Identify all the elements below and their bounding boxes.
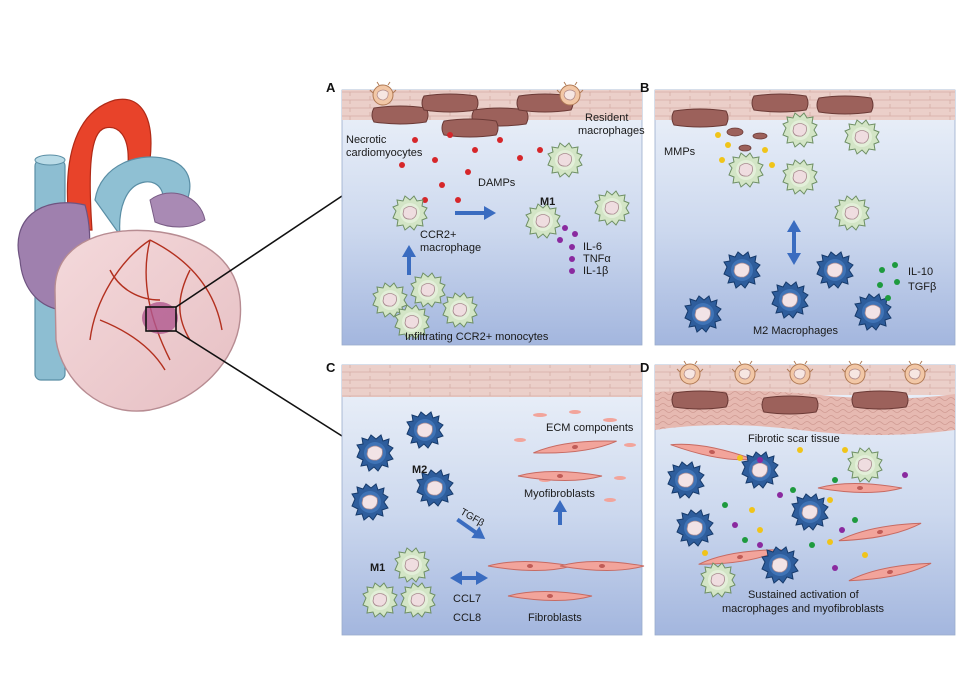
m1-cytokine-dots [557, 225, 578, 274]
m2-label: M2 [412, 464, 427, 476]
zoom-box-icon [145, 306, 177, 332]
mmp-dots [702, 447, 868, 558]
m1-cytokine-dots [732, 457, 908, 571]
m1-macrophage-icon [847, 447, 883, 483]
cytokine-label: IL-1β [583, 265, 608, 277]
sustained-label: macrophages and myofibroblasts [722, 603, 885, 615]
panel-d: D Fibrotic scar tissue Sustained activat… [640, 360, 956, 636]
m2-cytokine-dots [877, 262, 900, 301]
m1-macrophage-icon [547, 142, 583, 178]
ccr2-macrophage-icon [392, 195, 428, 231]
cytokine-label: IL-6 [583, 241, 602, 253]
infiltrating-label: Infiltrating CCR2+ monocytes [405, 331, 549, 343]
zoom-line-top [175, 195, 343, 308]
ecm-label: ECM components [546, 422, 634, 434]
fibroblasts-label: Fibroblasts [528, 612, 582, 624]
cytokine-label: TNFα [583, 253, 611, 265]
ccl8-label: CCL8 [453, 612, 481, 624]
myofibroblasts-label: Myofibroblasts [524, 488, 595, 500]
necrotic-label: Necrotic [346, 134, 387, 146]
damps-label: DAMPs [478, 177, 516, 189]
resident-label: macrophages [578, 125, 645, 137]
necrotic-label: cardiomyocytes [346, 147, 423, 159]
zoom-line-bottom [175, 330, 343, 437]
resident-label: Resident [585, 112, 628, 124]
arrow-icon [455, 206, 496, 220]
panel-c: C ECM components M2 Myofibroblasts TGFβ … [326, 360, 645, 636]
m2-cytokine-dots [722, 477, 858, 548]
heart-illustration [17, 98, 242, 412]
arrow-icon [553, 500, 567, 525]
panel-b: B MMPs IL-10 TGFβ M2 Macrophages [640, 80, 956, 346]
panel-letter: B [640, 80, 649, 95]
damps-dots [399, 132, 543, 203]
m1-macrophage-icon [844, 119, 880, 155]
panel-letter: D [640, 360, 649, 375]
m1-label: M1 [370, 562, 385, 574]
panel-letter: A [326, 80, 336, 95]
arrow-icon [402, 245, 416, 275]
panel-a: A Necrotic cardiomyocytes Resident macro… [326, 80, 645, 346]
cytokine-label: TGFβ [908, 281, 936, 293]
m1-macrophage-icon [782, 112, 818, 148]
sustained-label: Sustained activation of [748, 589, 860, 601]
panel-letter: C [326, 360, 336, 375]
m1-macrophage-icon [594, 190, 630, 226]
m1-macrophage-icon [700, 562, 736, 598]
arrow-icon [450, 571, 488, 585]
ccl7-label: CCL7 [453, 593, 481, 605]
m1-label: M1 [540, 196, 555, 208]
m1-macrophage-icon [834, 195, 870, 231]
arrow-icon [456, 517, 486, 540]
ccr2-label: CCR2+ [420, 229, 456, 241]
arrow-icon [787, 220, 801, 265]
ccr2-label: macrophage [420, 242, 481, 254]
m1-macrophage-icon [782, 159, 818, 195]
mmps-label: MMPs [664, 146, 696, 158]
m1-macrophage-icon [728, 152, 764, 188]
m2-macrophages-label: M2 Macrophages [753, 325, 838, 337]
scar-label: Fibrotic scar tissue [748, 433, 840, 445]
ecm-fragments [514, 410, 636, 502]
m1-macrophage-icon [525, 203, 561, 239]
cytokine-label: IL-10 [908, 266, 933, 278]
